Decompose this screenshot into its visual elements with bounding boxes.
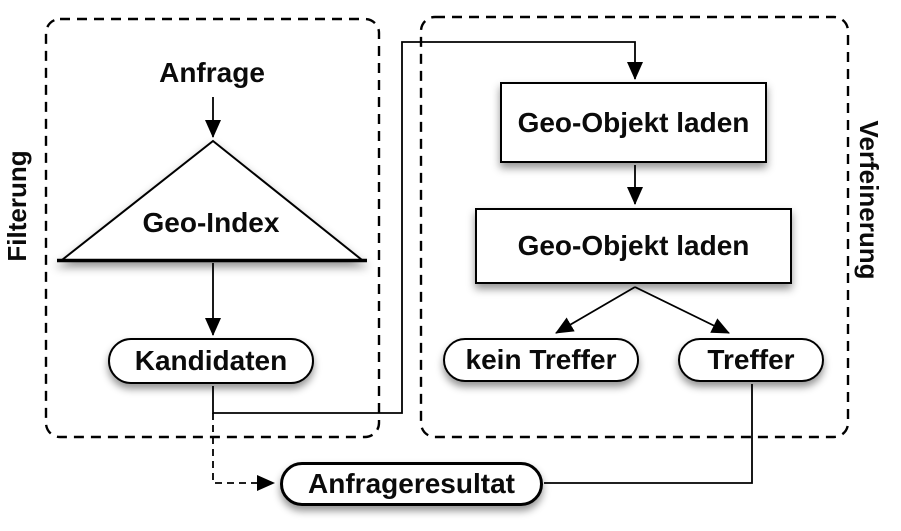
node-kandidaten: Kandidaten: [108, 338, 314, 384]
node-kein-treffer: kein Treffer: [443, 338, 639, 382]
arrow-kandidaten-to-load1: [212, 41, 643, 414]
region-label-verfeinerung: Verfeinerung: [854, 120, 885, 280]
node-geo-objekt-laden-1: Geo-Objekt laden: [500, 82, 767, 163]
geo-index-triangle: [57, 139, 367, 263]
node-anfrage-label: Anfrage: [159, 57, 265, 88]
node-anfrageresultat: Anfrageresultat: [280, 462, 543, 506]
node-geo-index-label: Geo-Index: [142, 207, 280, 238]
node-geo-objekt-laden-2: Geo-Objekt laden: [475, 208, 792, 284]
arrow-load2-to-treffer: [634, 286, 730, 334]
dashed-arrow-kandidaten-to-anfrageresultat: [212, 413, 275, 491]
line-treffer-to-anfrageresultat: [544, 384, 753, 484]
region-label-filterung: Filterung: [1, 150, 32, 262]
verfeinerung-group-border: [419, 15, 850, 439]
arrow-load2-to-kein-treffer: [555, 286, 636, 334]
node-treffer: Treffer: [678, 338, 824, 382]
